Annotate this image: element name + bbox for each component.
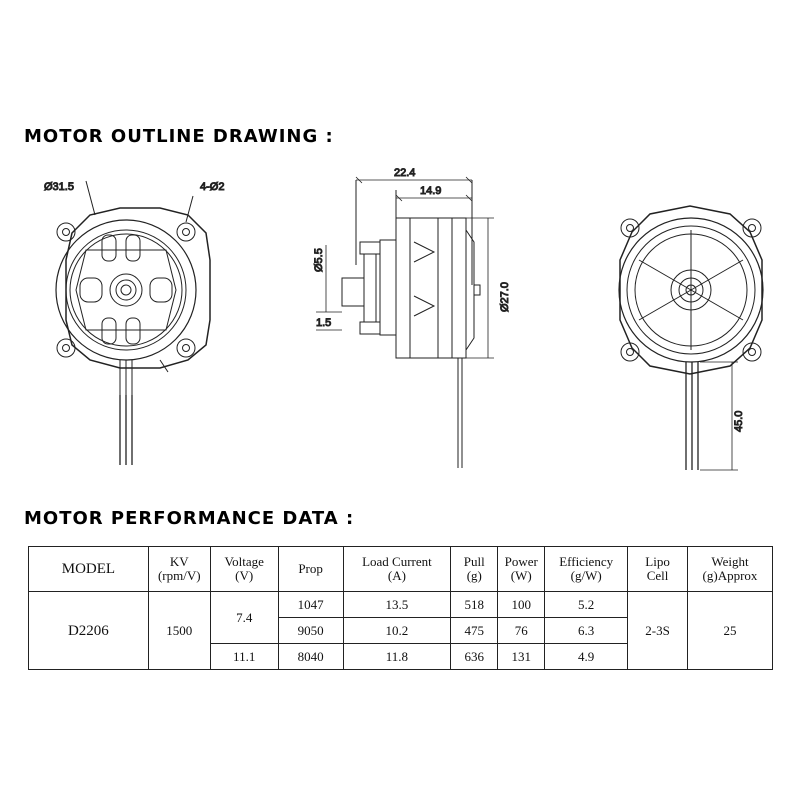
dim-holes: 4-Ø2	[200, 181, 224, 193]
table-header-row: MODEL KV(rpm/V) Voltage(V) Prop Load Cur…	[28, 546, 773, 592]
front-view-left	[55, 180, 211, 465]
header-prop: Prop	[277, 546, 344, 592]
dim-body-length: 14.9	[420, 185, 441, 197]
header-power: Power(W)	[497, 546, 546, 592]
header-pull: Pull(g)	[450, 546, 499, 592]
motor-outline-drawing: Ø31.5 4-Ø2 22.4 14.9 Ø5.5 1.5	[44, 167, 764, 471]
cell-power: 76	[497, 617, 546, 644]
rear-view-right	[618, 205, 764, 471]
cell-efficiency: 5.2	[544, 591, 629, 618]
table-row: 9050 10.2 475 76 6.3	[29, 617, 773, 644]
outline-heading: MOTOR OUTLINE DRAWING :	[24, 126, 334, 147]
header-voltage: Voltage(V)	[209, 546, 279, 592]
header-kv: KV(rpm/V)	[147, 546, 211, 592]
cell-prop: 1047	[277, 591, 344, 618]
cell-efficiency: 6.3	[544, 617, 629, 644]
cell-current: 13.5	[342, 591, 452, 618]
cell-pull: 475	[450, 617, 499, 644]
header-model: MODEL	[28, 546, 149, 592]
header-efficiency: Efficiency(g/W)	[544, 546, 629, 592]
cell-current: 10.2	[342, 617, 452, 644]
cell-model: D2206	[28, 591, 149, 670]
cell-weight: 25	[687, 591, 773, 670]
cell-lipo: 2-3S	[627, 591, 688, 670]
table-row: 11.1 8040 11.8 636 131 4.9	[29, 643, 773, 670]
header-load-current: Load Current(A)	[342, 546, 452, 592]
dim-body-diameter: Ø27.0	[499, 282, 511, 312]
cell-prop: 8040	[277, 643, 344, 670]
cell-prop: 9050	[277, 617, 344, 644]
cell-power: 100	[497, 591, 546, 618]
dim-shaft-diameter: Ø5.5	[313, 248, 325, 272]
dim-lead-length: 45.0	[733, 411, 745, 432]
cell-kv: 1500	[147, 591, 211, 670]
cell-current: 11.8	[342, 643, 452, 670]
performance-heading: MOTOR PERFORMANCE DATA :	[24, 508, 355, 529]
cell-power: 131	[497, 643, 546, 670]
performance-table: MODEL KV(rpm/V) Voltage(V) Prop Load Cur…	[28, 546, 773, 670]
cell-pull: 518	[450, 591, 499, 618]
cell-voltage-b: 11.1	[209, 643, 279, 670]
cell-efficiency: 4.9	[544, 643, 629, 670]
dim-overall-length: 22.4	[394, 167, 415, 179]
table-row: D2206 1500 7.4 1047 13.5 518 100 5.2 2-3…	[28, 591, 773, 670]
cell-voltage-a: 7.4	[209, 591, 279, 644]
side-view-middle	[316, 176, 494, 468]
header-weight: Weight(g)Approx	[687, 546, 773, 592]
cell-pull: 636	[450, 643, 499, 670]
dim-shaft-step: 1.5	[316, 317, 331, 329]
dim-outer-diameter: Ø31.5	[44, 181, 74, 193]
